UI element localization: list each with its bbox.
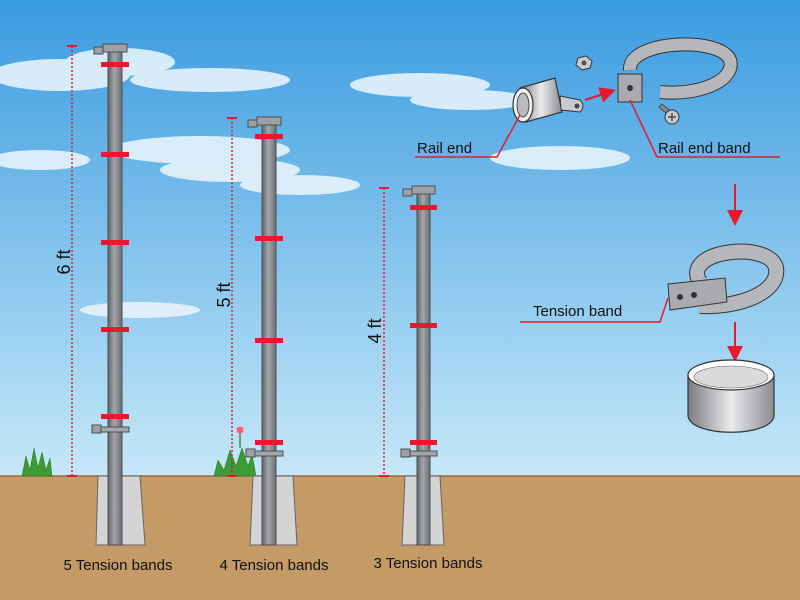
rail-end-band [100, 426, 130, 433]
bolt-icon [658, 103, 680, 125]
post-cap [256, 116, 282, 126]
tension-band [101, 414, 129, 419]
post-6ft: 6 ft 5 Tension bands [54, 43, 173, 574]
pipe-icon [687, 359, 775, 433]
post-cap [411, 185, 436, 195]
callout-rail-end-band: Rail end band [658, 140, 751, 157]
post-caption: 4 Tension bands [220, 557, 329, 574]
flower-icon [236, 426, 244, 434]
tension-band [410, 205, 437, 210]
post-caption: 3 Tension bands [374, 555, 483, 572]
post-pipe [416, 191, 431, 546]
callout-line [415, 114, 521, 158]
post-cap [102, 43, 128, 53]
post-pipe [261, 123, 277, 546]
rail-end-icon [512, 77, 584, 123]
tension-band [101, 327, 129, 332]
tension-band [255, 236, 283, 241]
tension-band [101, 240, 129, 245]
arrow-icon [584, 87, 616, 103]
callout-line [520, 297, 669, 323]
tension-band [410, 323, 437, 328]
post-4ft: 4 ft 3 Tension bands [365, 185, 483, 572]
post-caption: 5 Tension bands [64, 557, 173, 574]
post-pipe [107, 49, 123, 546]
tension-band [101, 152, 129, 157]
callout-tension-band: Tension band [533, 303, 622, 320]
grass-icon [21, 432, 257, 477]
tension-band [101, 62, 129, 67]
tension-band [410, 440, 437, 445]
callout-line [629, 99, 658, 158]
height-label: 4 ft [365, 318, 385, 343]
rail-end-band [254, 450, 284, 457]
tension-band [255, 440, 283, 445]
height-label: 6 ft [54, 249, 74, 274]
height-label: 5 ft [214, 282, 234, 307]
rail-end-band [409, 450, 438, 457]
rail-end-band-icon [617, 37, 738, 103]
post-5ft: 5 ft 4 Tension bands [214, 116, 329, 574]
tension-band-icon [667, 243, 785, 315]
callout-rail-end: Rail end [417, 140, 472, 157]
tension-band [255, 134, 283, 139]
tension-band [255, 338, 283, 343]
